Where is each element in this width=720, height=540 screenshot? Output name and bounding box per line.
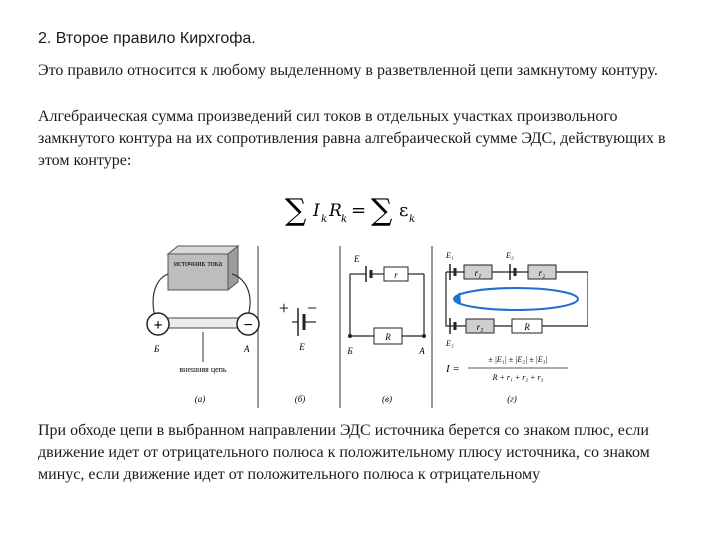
negative-terminal (236, 312, 260, 336)
resistance-subscript: k (341, 214, 347, 225)
resistor-r2 (527, 264, 557, 280)
slide-heading: 2. Второе правило Кирхгофа. (38, 30, 256, 47)
node-a (422, 334, 426, 338)
emf3-label: Е₃ (445, 339, 454, 348)
source-box-side (227, 244, 239, 292)
resistance-symbol: R (328, 201, 342, 221)
pole-b-label: Б (153, 344, 160, 354)
paragraph-intro: Это правило относится к любому выделенно… (38, 62, 658, 79)
external-conductor (163, 317, 243, 329)
plus-sign: + (153, 317, 162, 334)
panel-a: источник тока + − Б А внешняя цепь (а) (146, 244, 260, 404)
panel-v: r Е R Б А (в) (346, 254, 426, 404)
paragraph-rule: Алгебраическая сумма произведений сил то… (38, 108, 666, 169)
loop-direction-arrow (453, 287, 579, 311)
paragraph-sign-rule: При обходе цепи в выбранном направлении … (38, 422, 650, 483)
resistor-r3 (465, 318, 495, 334)
resistor-r1-label: r₁ (475, 268, 482, 278)
emf1-label: Е₁ (445, 251, 454, 260)
panel-a-label: (а) (195, 394, 206, 404)
emf-subscript: k (409, 214, 415, 225)
emf-label: Е (298, 342, 305, 352)
minus-sign: − (243, 317, 252, 334)
panel-g: r₁ r₂ Е₁ Е₂ r₃ R Е₃ I = ± |E₁| ± |E₂| ± … (445, 251, 588, 404)
node-b-label: Б (346, 346, 353, 356)
node-b (348, 334, 352, 338)
current-subscript: k (321, 214, 327, 225)
panel-b-label: (б) (295, 394, 306, 404)
positive-terminal (146, 312, 170, 336)
external-resistance-label: R (384, 332, 391, 342)
source-label: источник тока (174, 259, 223, 268)
sum-symbol-left: ∑ (285, 193, 307, 228)
resistor-r3-label: r₃ (477, 322, 484, 332)
resistor-R-label: R (523, 322, 530, 332)
external-circuit-caption: внешняя цепь (179, 365, 227, 374)
internal-resistance-label: r (394, 270, 398, 280)
source-box-top (166, 245, 240, 255)
panel-v-label: (в) (382, 394, 392, 404)
current-symbol: I (312, 201, 320, 221)
emf-label: Е (353, 254, 360, 264)
resistor-r2-label: r₂ (539, 268, 546, 278)
sum-symbol-right: ∑ (371, 193, 393, 228)
arrowhead (454, 292, 461, 304)
emf-minus-sign: − (307, 298, 317, 318)
pole-a-label: А (243, 344, 250, 354)
node-a-label: А (418, 346, 425, 356)
kirchhoff-formula: ∑ I k R k = ∑ ε k (285, 193, 415, 228)
circuit-figure: источник тока + − Б А внешняя цепь (а) +… (146, 244, 588, 408)
current-formula-numerator: ± |E₁| ± |E₂| ± |E₃| (488, 355, 547, 364)
current-formula-lhs: I = (445, 363, 460, 375)
resistor-R (511, 318, 543, 334)
emf-plus-sign: + (279, 298, 289, 318)
panel-g-label: (г) (507, 394, 517, 404)
equals-sign: = (351, 200, 366, 221)
emf-symbol: ε (399, 200, 408, 221)
emf2-label: Е₂ (505, 251, 514, 260)
panel-b: + − Е (б) (279, 298, 317, 404)
circuit-loop (445, 271, 588, 327)
current-source-box (167, 253, 229, 291)
resistor-r1 (463, 264, 493, 280)
current-formula-denominator: R + r₁ + r₂ + r₃ (492, 373, 544, 382)
